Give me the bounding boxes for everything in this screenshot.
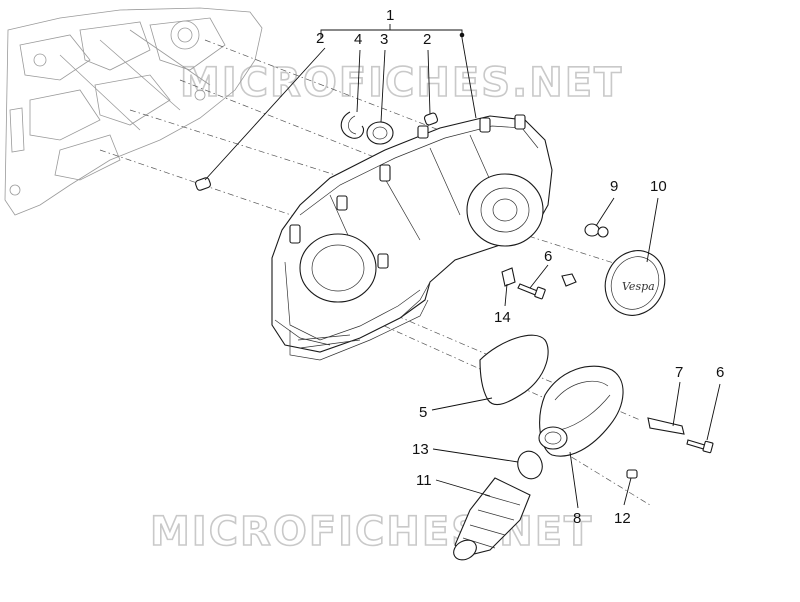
air-intake-housing <box>538 365 624 457</box>
callout-12: 12 <box>614 510 631 527</box>
bolt-6-bottom <box>686 439 714 454</box>
badge-logo-text: Vespa <box>622 280 655 293</box>
watermark-bottom: MICROFICHES.NET <box>150 509 593 555</box>
watermark-top: MICROFICHES.NET <box>180 60 623 106</box>
callout-11: 11 <box>416 472 432 489</box>
clamp-ring <box>517 450 543 480</box>
engine-crankcase <box>4 7 263 216</box>
bellows-hose <box>453 477 531 561</box>
screw-12 <box>626 469 638 479</box>
callout-numbers: 1 2 4 3 2 9 10 6 14 7 6 5 13 11 8 12 <box>316 7 724 527</box>
callout-dot <box>459 32 465 38</box>
leader-lines <box>204 24 721 509</box>
callout-8: 8 <box>573 510 581 527</box>
callout-6-top: 6 <box>544 248 552 265</box>
rubber-grommet-9 <box>584 223 609 238</box>
bracket-7 <box>647 417 685 435</box>
nut-small <box>561 273 577 287</box>
transmission-cover <box>271 114 553 361</box>
bracket-14 <box>501 267 516 287</box>
callout-6-bottom: 6 <box>716 364 724 381</box>
badge-cover: Vespa <box>604 250 666 316</box>
gasket <box>479 334 549 406</box>
callout-14: 14 <box>494 309 511 326</box>
dowel-pin-right <box>423 112 439 126</box>
callout-4: 4 <box>354 31 362 48</box>
callout-2-left: 2 <box>316 30 324 47</box>
callout-7: 7 <box>675 364 683 381</box>
circlip <box>340 111 365 139</box>
bearing <box>366 121 394 145</box>
callout-3: 3 <box>380 31 388 48</box>
callout-5: 5 <box>419 404 427 421</box>
dowel-pin-left <box>195 177 211 191</box>
callout-10: 10 <box>650 178 667 195</box>
callout-13: 13 <box>412 441 429 458</box>
callout-2-right: 2 <box>423 31 431 48</box>
callout-1: 1 <box>386 7 394 24</box>
bolt-6-top <box>517 283 546 300</box>
callout-9: 9 <box>610 178 618 195</box>
